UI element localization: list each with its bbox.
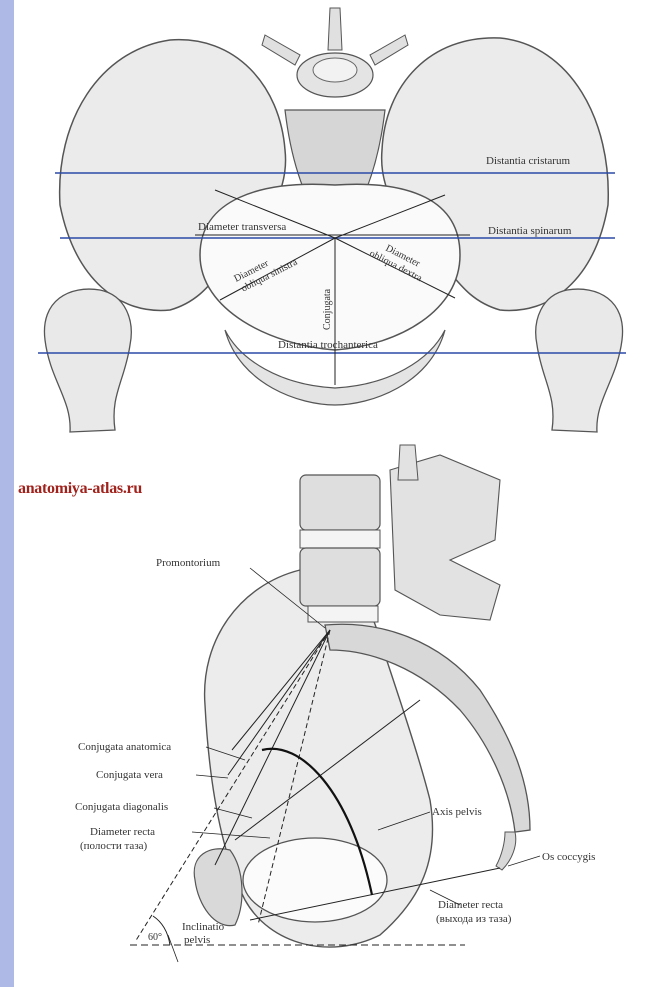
label-distantia-cristarum: Distantia cristarum [486, 155, 570, 167]
right-femur [536, 289, 623, 432]
vertebral-body [313, 58, 357, 82]
spinous-process [328, 8, 342, 50]
label-distantia-spinarum: Distantia spinarum [488, 225, 572, 237]
left-femur [44, 289, 131, 432]
label-diameter-transversa: Diameter transversa [198, 221, 286, 233]
label-conjugata: Conjugata [322, 288, 333, 330]
transverse-process-right [370, 35, 408, 65]
label-distantia-trochanterica: Distantia trochanterica [278, 339, 378, 351]
bottom-figure-panel [14, 440, 646, 987]
watermark-site: anatomiya-atlas.ru [18, 480, 142, 498]
pelvis-frontal-diagram: Distantia cristarum Distantia spinarum D… [0, 0, 646, 440]
transverse-process-left [262, 35, 300, 65]
